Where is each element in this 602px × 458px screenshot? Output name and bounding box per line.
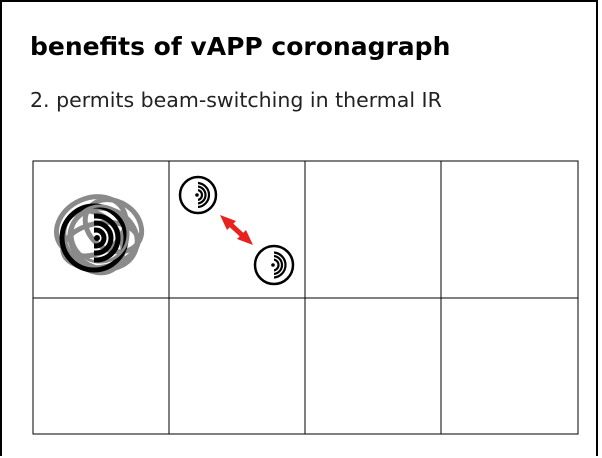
psf-icon-a xyxy=(178,175,218,215)
smeared-psf-stack-icon xyxy=(53,194,145,276)
slide-subtitle: 2. permits beam-switching in thermal IR xyxy=(30,88,442,112)
double-headed-arrow-icon xyxy=(220,215,253,245)
grid xyxy=(32,160,579,435)
slide-title: benefits of vAPP coronagraph xyxy=(30,32,451,61)
psf-icon-b xyxy=(253,244,295,286)
